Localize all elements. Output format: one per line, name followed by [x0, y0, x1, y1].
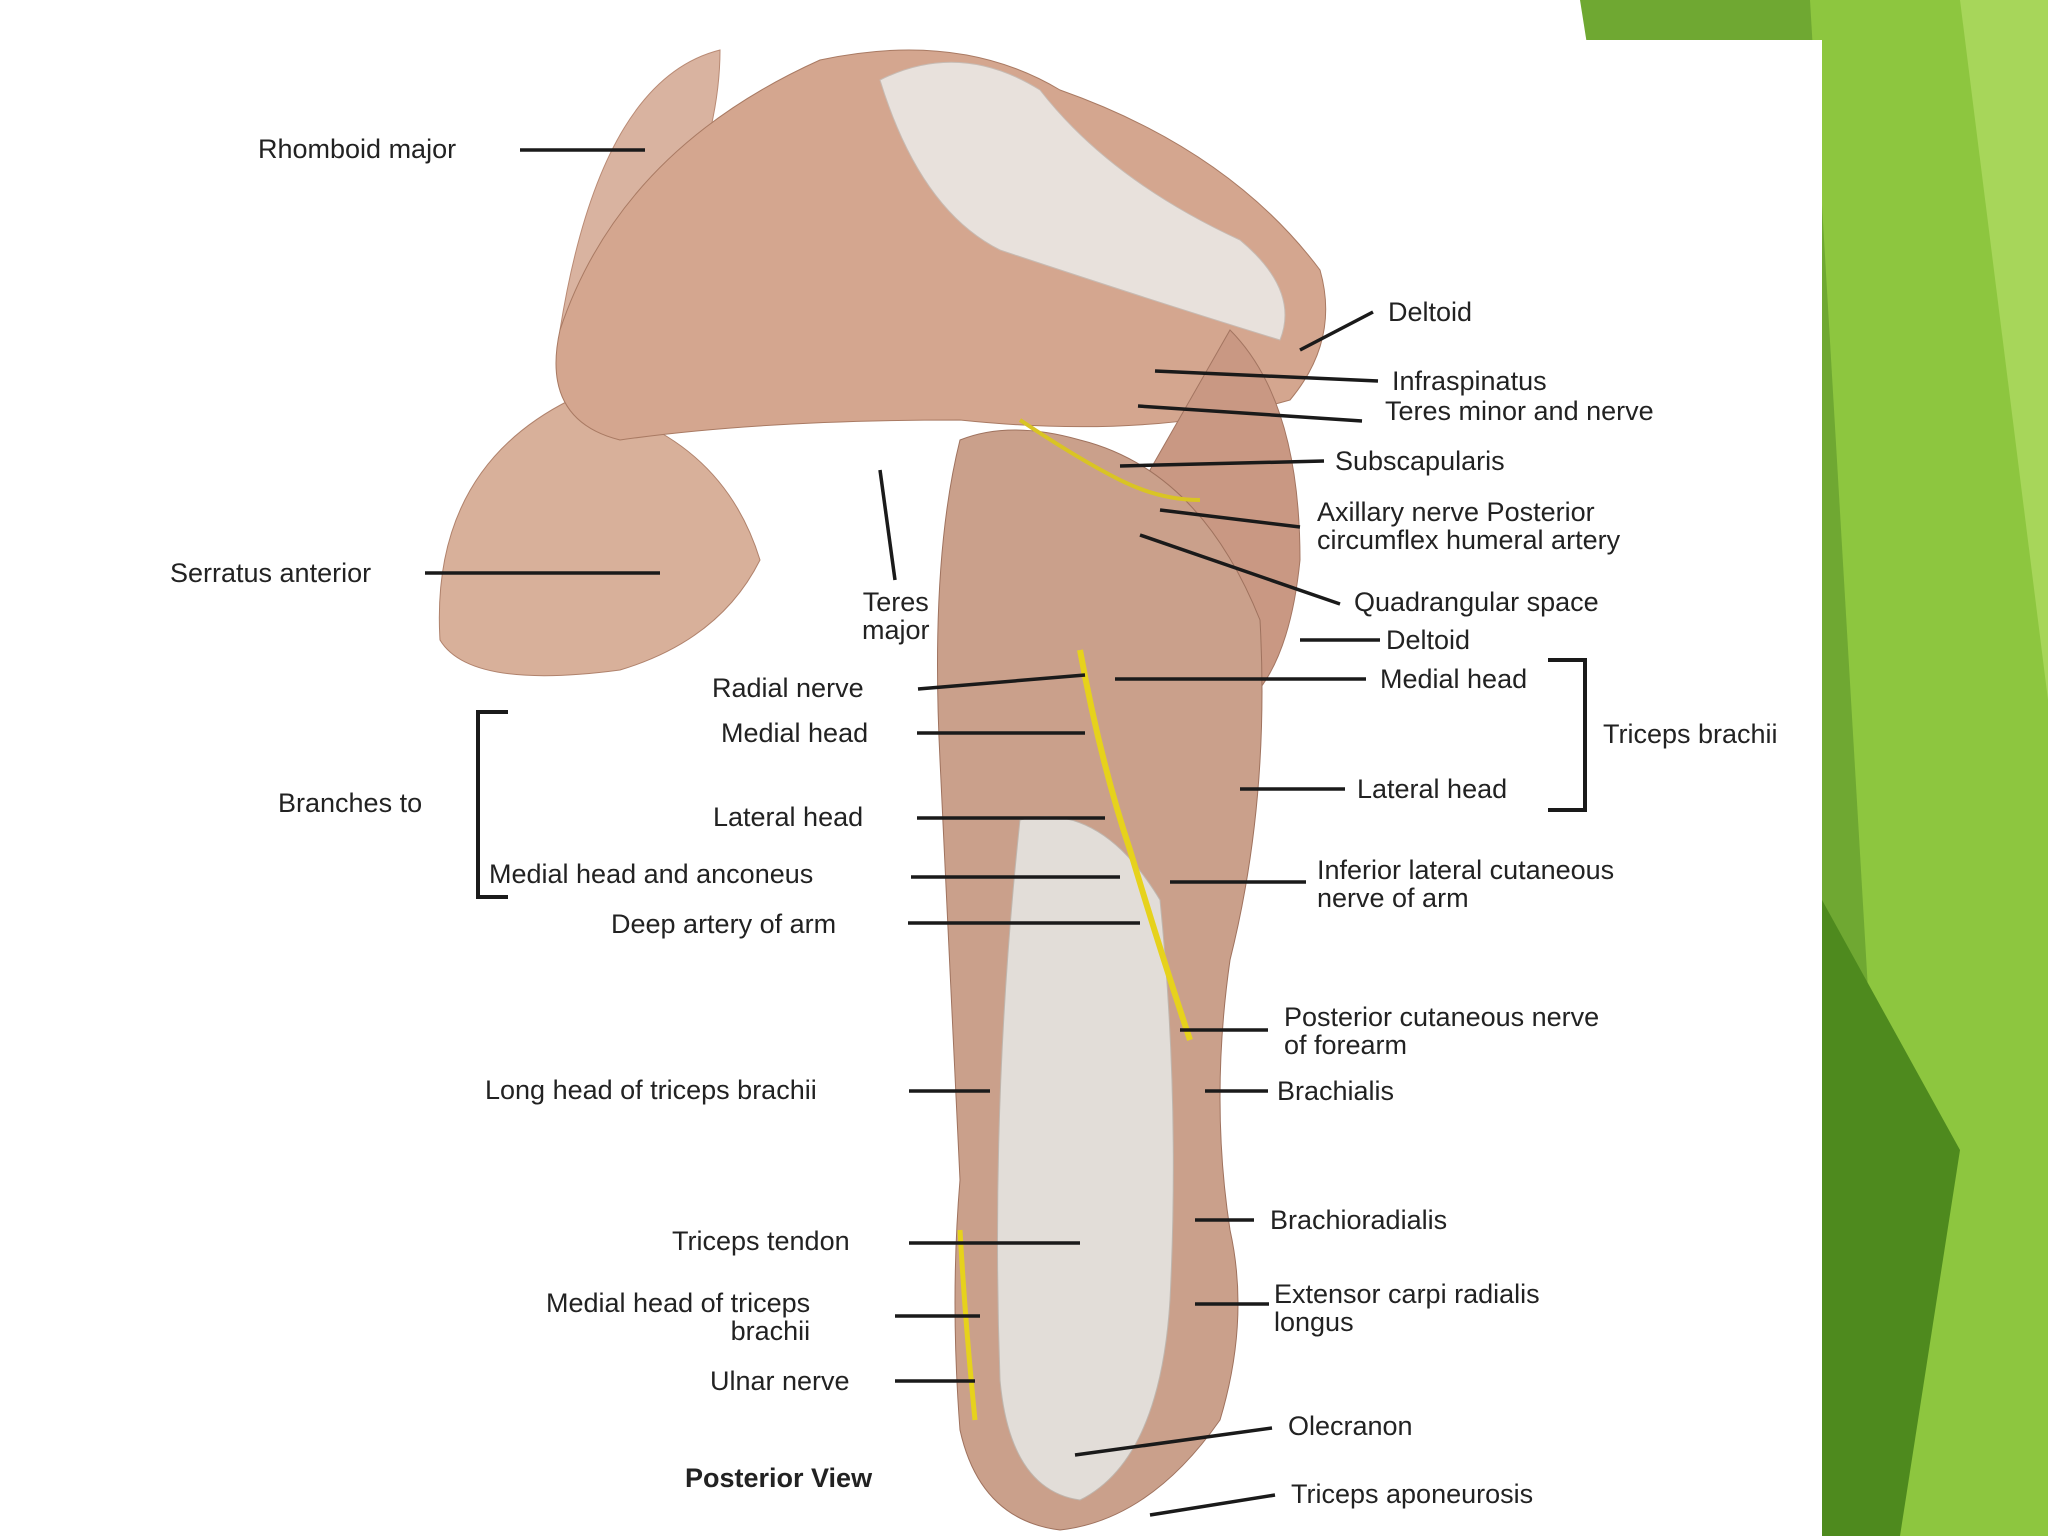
label-rhomboid-major: Rhomboid major	[258, 134, 457, 164]
label-deltoid-top: Deltoid	[1388, 297, 1473, 327]
label-inferior-lateral-cutaneous: Inferior lateral cutaneous nerve of arm	[1317, 855, 1615, 913]
label-ulnar-nerve: Ulnar nerve	[710, 1366, 850, 1396]
label-radial-nerve: Radial nerve	[712, 673, 864, 703]
leader-lines	[425, 148, 1380, 1517]
label-quadrangular-space: Quadrangular space	[1354, 587, 1599, 617]
scapular-muscles	[555, 49, 1327, 441]
label-subscapularis: Subscapularis	[1335, 446, 1505, 476]
label-posterior-view: Posterior View	[685, 1463, 873, 1493]
label-triceps-brachii: Triceps brachii	[1603, 719, 1778, 749]
label-branches-to: Branches to	[278, 788, 423, 818]
label-infraspinatus: Infraspinatus	[1392, 366, 1547, 396]
label-triceps-tendon: Triceps tendon	[672, 1226, 850, 1256]
label-posterior-cutaneous: Posterior cutaneous nerve of forearm	[1284, 1002, 1600, 1060]
label-deltoid-lower: Deltoid	[1386, 625, 1471, 655]
label-axillary-nerve: Axillary nerve Posterior circumflex hume…	[1317, 497, 1621, 555]
label-brachialis: Brachialis	[1277, 1076, 1395, 1106]
label-lateral-head-right: Lateral head	[1357, 774, 1508, 804]
label-teres-minor: Teres minor and nerve	[1385, 396, 1654, 426]
label-serratus-anterior: Serratus anterior	[170, 558, 372, 588]
label-olecranon: Olecranon	[1288, 1411, 1413, 1441]
label-medial-head-left: Medial head	[721, 718, 869, 748]
ulnar-nerve-line	[957, 1229, 978, 1421]
label-lateral-head-left: Lateral head	[713, 802, 864, 832]
right-accent-shape-pale	[1960, 0, 2048, 700]
right-accent-shape-dark	[1822, 900, 1960, 1536]
label-medial-head-anconeus: Medial head and anconeus	[489, 859, 814, 889]
scapular-spine	[879, 61, 1286, 341]
triceps-bracket	[1548, 658, 1587, 812]
label-teres-major: Teres major	[862, 587, 930, 645]
label-medial-head-triceps: Medial head of triceps brachii	[546, 1288, 811, 1346]
branches-bracket	[476, 710, 508, 899]
triceps-tendon-shape	[997, 816, 1174, 1501]
label-triceps-aponeurosis: Triceps aponeurosis	[1291, 1479, 1534, 1509]
label-deep-artery: Deep artery of arm	[611, 909, 837, 939]
label-extensor-carpi: Extensor carpi radialis longus	[1274, 1279, 1540, 1337]
axillary-nerve-line	[1018, 418, 1201, 502]
label-long-head: Long head of triceps brachii	[485, 1075, 817, 1105]
serratus-muscle	[438, 399, 761, 677]
label-brachioradialis: Brachioradialis	[1270, 1205, 1448, 1235]
radial-nerve-line	[1077, 649, 1193, 1041]
right-accent-shape-light	[1810, 0, 2048, 1536]
label-medial-head-right: Medial head	[1380, 664, 1528, 694]
